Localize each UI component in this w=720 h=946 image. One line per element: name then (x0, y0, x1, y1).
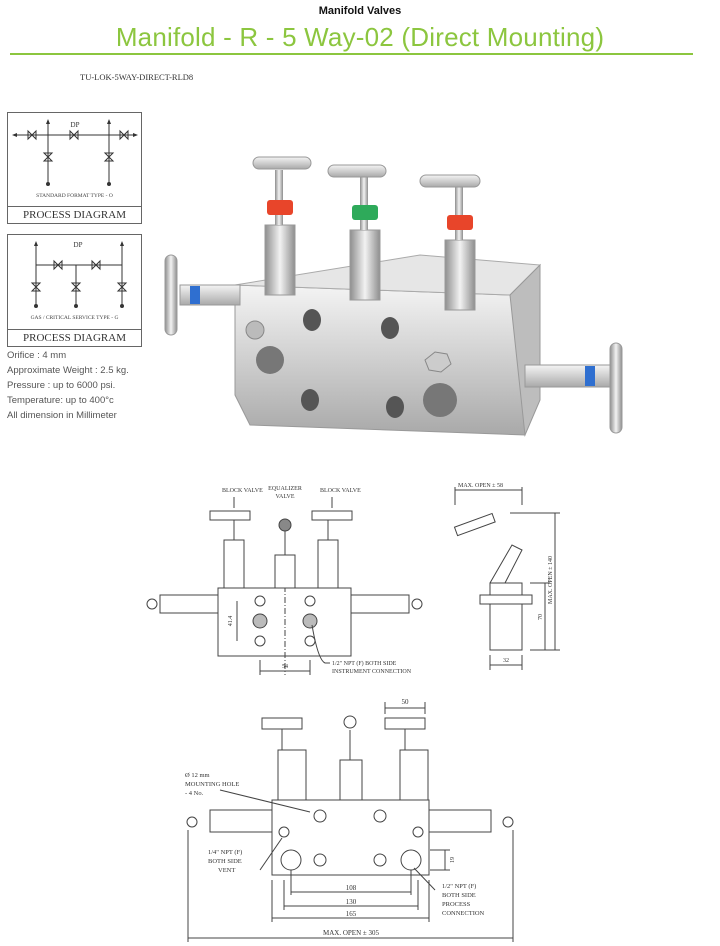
vent-label-3: VENT (218, 867, 235, 874)
dim-130: 130 (346, 898, 357, 906)
vent-label-2: BOTH SIDE (208, 858, 242, 865)
dp-label: DP (74, 241, 83, 249)
max-open-305: MAX. OPEN ± 305 (323, 929, 379, 937)
category-label: Manifold Valves (318, 5, 402, 17)
dim-19: 19 (450, 857, 456, 863)
red-handle-cap (267, 200, 293, 215)
spec-weight: Approximate Weight : 2.5 kg. (7, 365, 129, 376)
process-connection-label: 1/2" NPT (F) (442, 883, 476, 890)
spec-orifice: Orifice : 4 mm (7, 350, 67, 361)
spec-units: All dimension in Millimeter (7, 410, 117, 421)
process-diagram-standard-schematic: DP (12, 119, 138, 186)
dim-32: 32 (503, 658, 509, 664)
diagram-type-label: GAS / CRITICAL SERVICE TYPE - G (30, 315, 119, 321)
spec-temperature: Temperature: up to 400°c (7, 395, 114, 406)
equalizer-label: EQUALIZER (268, 486, 302, 492)
red-handle-cap (447, 215, 473, 230)
max-open-140: MAX. OPEN ± 140 (548, 556, 554, 604)
product-photo (164, 156, 623, 437)
model-code: TU-LOK-5WAY-DIRECT-RLD8 (80, 72, 194, 82)
specifications-list: Orifice : 4 mm Approximate Weight : 2.5 … (7, 348, 129, 423)
dim-165: 165 (346, 910, 357, 918)
mounting-hole-label: Ø 12 mm (185, 772, 210, 779)
diagram-caption: PROCESS DIAGRAM (8, 329, 141, 346)
connection-label: 1/2" NPT (F) BOTH SIDE (332, 660, 397, 667)
process-diagram-gas-schematic: DP (30, 241, 128, 308)
side-valves (164, 254, 623, 434)
dim-41-4: 41.4 (228, 616, 234, 627)
dim-50: 50 (402, 698, 410, 706)
process-connection-label-2: BOTH SIDE (442, 892, 476, 899)
dp-label: DP (71, 121, 80, 129)
mounting-hole-label-2: MOUNTING HOLE (185, 781, 239, 788)
diagram-caption: PROCESS DIAGRAM (8, 206, 141, 223)
rear-view-drawing: 50 Ø 12 mm MOUNTING HOLE - 4 No. 1/4" NP… (185, 698, 514, 942)
connection-label-2: INSTRUMENT CONNECTION (332, 669, 412, 675)
max-open-58: MAX. OPEN ± 58 (458, 483, 503, 489)
side-view-drawing: MAX. OPEN ± 58 MAX. OPEN ± 140 70 32 (453, 483, 560, 670)
dim-54: 54 (282, 664, 288, 670)
page-title: Manifold - R - 5 Way-02 (Direct Mounting… (115, 22, 605, 52)
equalizer-label-2: VALVE (275, 494, 294, 500)
mounting-hole-label-3: - 4 No. (185, 790, 204, 797)
front-view-drawing: BLOCK VALVE EQUALIZER VALVE BLOCK VALVE … (146, 486, 423, 675)
process-connection-label-4: CONNECTION (442, 910, 485, 917)
green-handle-cap (352, 205, 378, 220)
title-underline (10, 53, 693, 55)
spec-pressure: Pressure : up to 6000 psi. (7, 380, 116, 391)
diagram-type-label: STANDARD FORMAT TYPE - O (36, 193, 113, 199)
dim-70: 70 (538, 614, 544, 620)
process-diagram-gas: DP GAS / CRITICAL SERVICE TYPE - G PROCE… (7, 234, 142, 347)
block-valve-right-label: BLOCK VALVE (320, 488, 361, 494)
process-diagram-standard: DP STANDARD FORMAT TYPE - O PROCESS DIAG… (7, 112, 142, 224)
block-valve-left-label: BLOCK VALVE (222, 488, 263, 494)
dim-108: 108 (346, 884, 357, 892)
valve-stems (252, 156, 481, 311)
process-connection-label-3: PROCESS (442, 901, 471, 908)
vent-label: 1/4" NPT (F) (208, 849, 242, 856)
